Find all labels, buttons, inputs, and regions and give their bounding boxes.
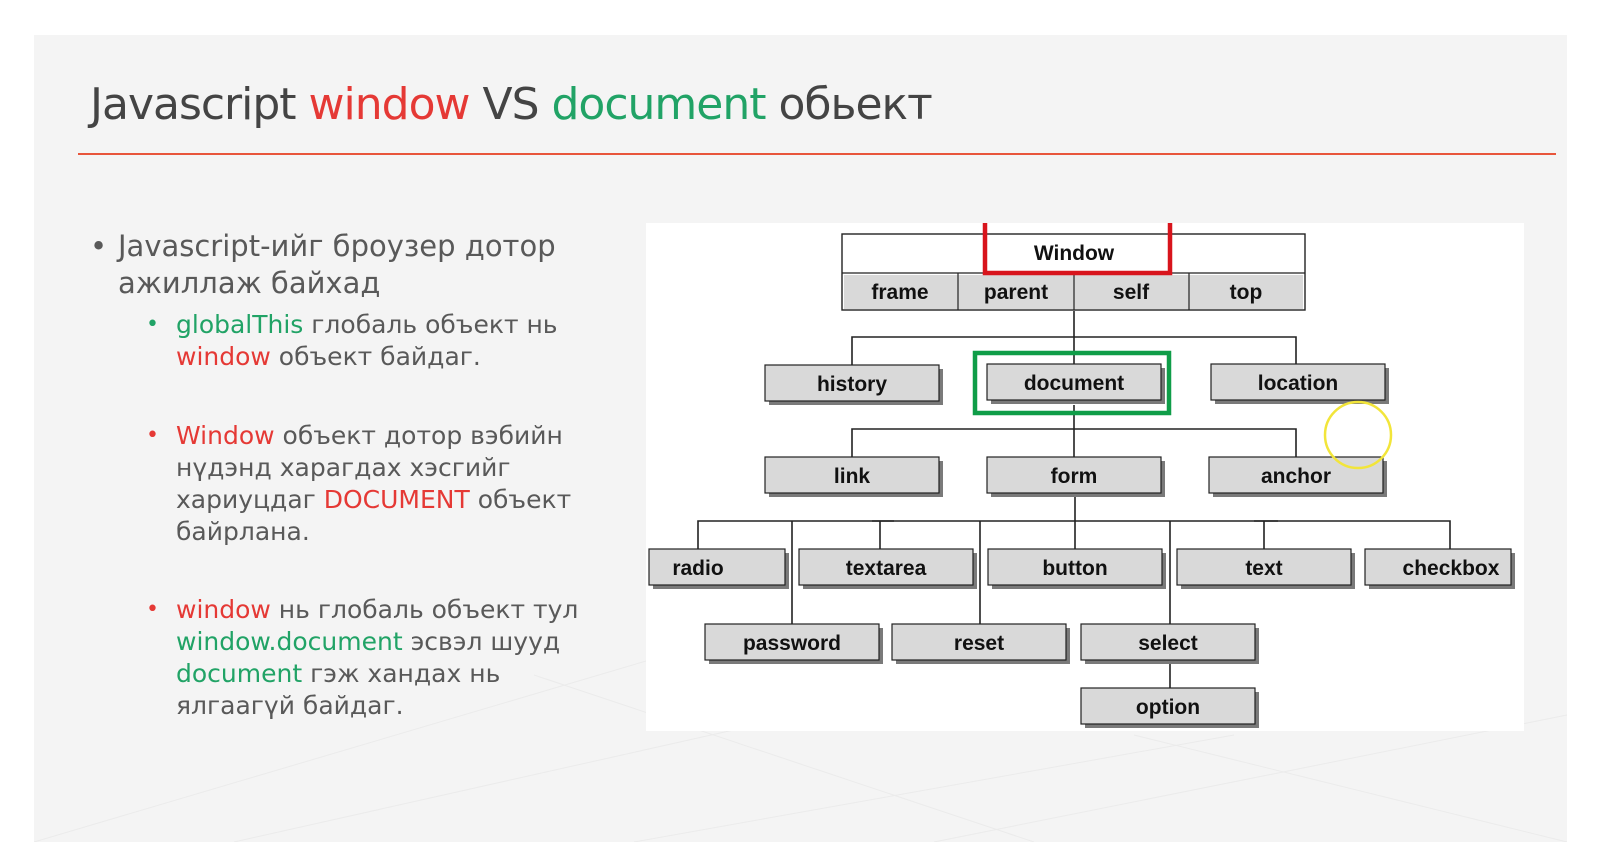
node-radio: radio xyxy=(648,548,789,589)
node-link: link xyxy=(764,456,943,497)
node-textarea-label: textarea xyxy=(846,557,927,580)
node-checkbox: checkbox xyxy=(1364,548,1515,589)
node-text-label: text xyxy=(1245,557,1282,580)
bullet-dot: • xyxy=(90,229,108,263)
node-password-label: password xyxy=(743,632,841,655)
node-document-label: document xyxy=(1024,372,1124,395)
sub3-text: нь глобаль объект тул xyxy=(270,595,579,624)
node-option: option xyxy=(1080,687,1259,728)
node-anchor: anchor xyxy=(1208,456,1387,497)
title-part-vs: VS xyxy=(469,79,552,130)
node-self-label: self xyxy=(1113,281,1150,304)
text-globalthis: globalThis xyxy=(176,310,304,339)
title-underline xyxy=(78,153,1556,155)
sub3-text-mid: эсвэл шууд xyxy=(402,627,561,656)
node-text: text xyxy=(1176,548,1355,589)
text-window-lower: window xyxy=(176,595,271,624)
sub-bullet-dot: • xyxy=(146,312,159,337)
bullet-main: • Javascript-ийг броузер дотор ажиллаж б… xyxy=(90,228,618,302)
title-part-object: обьект xyxy=(765,79,932,130)
sub3-text-end: гэж хандах нь ялгаагүй байдаг. xyxy=(176,659,501,720)
object-hierarchy-diagram: Window frame parent self top history doc… xyxy=(648,223,1515,728)
text-window-cap: Window xyxy=(176,421,275,450)
slide: Javascript window VS document обьект • J… xyxy=(34,35,1567,842)
node-option-label: option xyxy=(1136,696,1200,719)
sub-bullet-dot: • xyxy=(146,423,159,448)
bullet-main-text: Javascript-ийг броузер дотор ажиллаж бай… xyxy=(118,229,556,300)
sub-bullet-dot: • xyxy=(146,597,159,622)
title-part-window: window xyxy=(308,79,471,130)
title-part-document: document xyxy=(551,79,767,130)
sub-bullet-globalthis: • globalThis глобаль объект нь window об… xyxy=(146,309,636,373)
node-button: button xyxy=(987,548,1166,589)
node-select-label: select xyxy=(1138,632,1198,655)
node-location-label: location xyxy=(1258,372,1339,395)
node-parent-label: parent xyxy=(984,281,1048,304)
node-checkbox-label: checkbox xyxy=(1403,557,1500,580)
node-frame-label: frame xyxy=(871,281,928,304)
node-form: form xyxy=(986,456,1165,497)
node-button-label: button xyxy=(1042,557,1107,580)
sub-bullet-window-global: • window нь глобаль объект тул window.do… xyxy=(146,594,616,722)
slide-background xyxy=(34,634,1567,842)
sub-bullet-window-document: • Window объект дотор вэбийн нүдэнд хара… xyxy=(146,420,586,548)
sub2-text-end: объект байрлана. xyxy=(176,485,572,546)
sub1-text: глобаль объект нь xyxy=(303,310,558,339)
node-history: history xyxy=(764,364,943,405)
node-window-group: Window frame parent self top xyxy=(841,223,1306,311)
node-history-label: history xyxy=(817,373,887,396)
node-password: password xyxy=(704,623,883,664)
sub2-text: объект дотор вэбийн нүдэнд харагдах хэсг… xyxy=(176,421,563,514)
cursor-highlight-circle xyxy=(1323,400,1393,470)
node-select: select xyxy=(1080,623,1259,664)
node-location: location xyxy=(1210,363,1389,404)
slide-title: Javascript window VS document обьект xyxy=(90,79,933,130)
text-document: document xyxy=(176,659,303,688)
node-reset: reset xyxy=(891,623,1070,664)
node-anchor-label: anchor xyxy=(1261,465,1331,488)
text-document-caps: DOCUMENT xyxy=(323,485,470,514)
node-top-label: top xyxy=(1230,281,1263,304)
sub1-text-end: объект байдаг. xyxy=(270,342,481,371)
node-link-label: link xyxy=(834,465,870,488)
node-textarea: textarea xyxy=(798,548,977,589)
document-highlight-box xyxy=(972,350,1172,416)
node-radio-label: radio xyxy=(672,557,723,580)
title-part-javascript: Javascript xyxy=(90,79,309,130)
text-window-document: window.document xyxy=(176,627,403,656)
text-window: window xyxy=(176,342,271,371)
node-form-label: form xyxy=(1051,465,1098,488)
node-window-label: Window xyxy=(1034,242,1115,265)
window-highlight-box xyxy=(982,223,1173,276)
node-document: document xyxy=(972,350,1172,416)
node-reset-label: reset xyxy=(954,632,1004,655)
